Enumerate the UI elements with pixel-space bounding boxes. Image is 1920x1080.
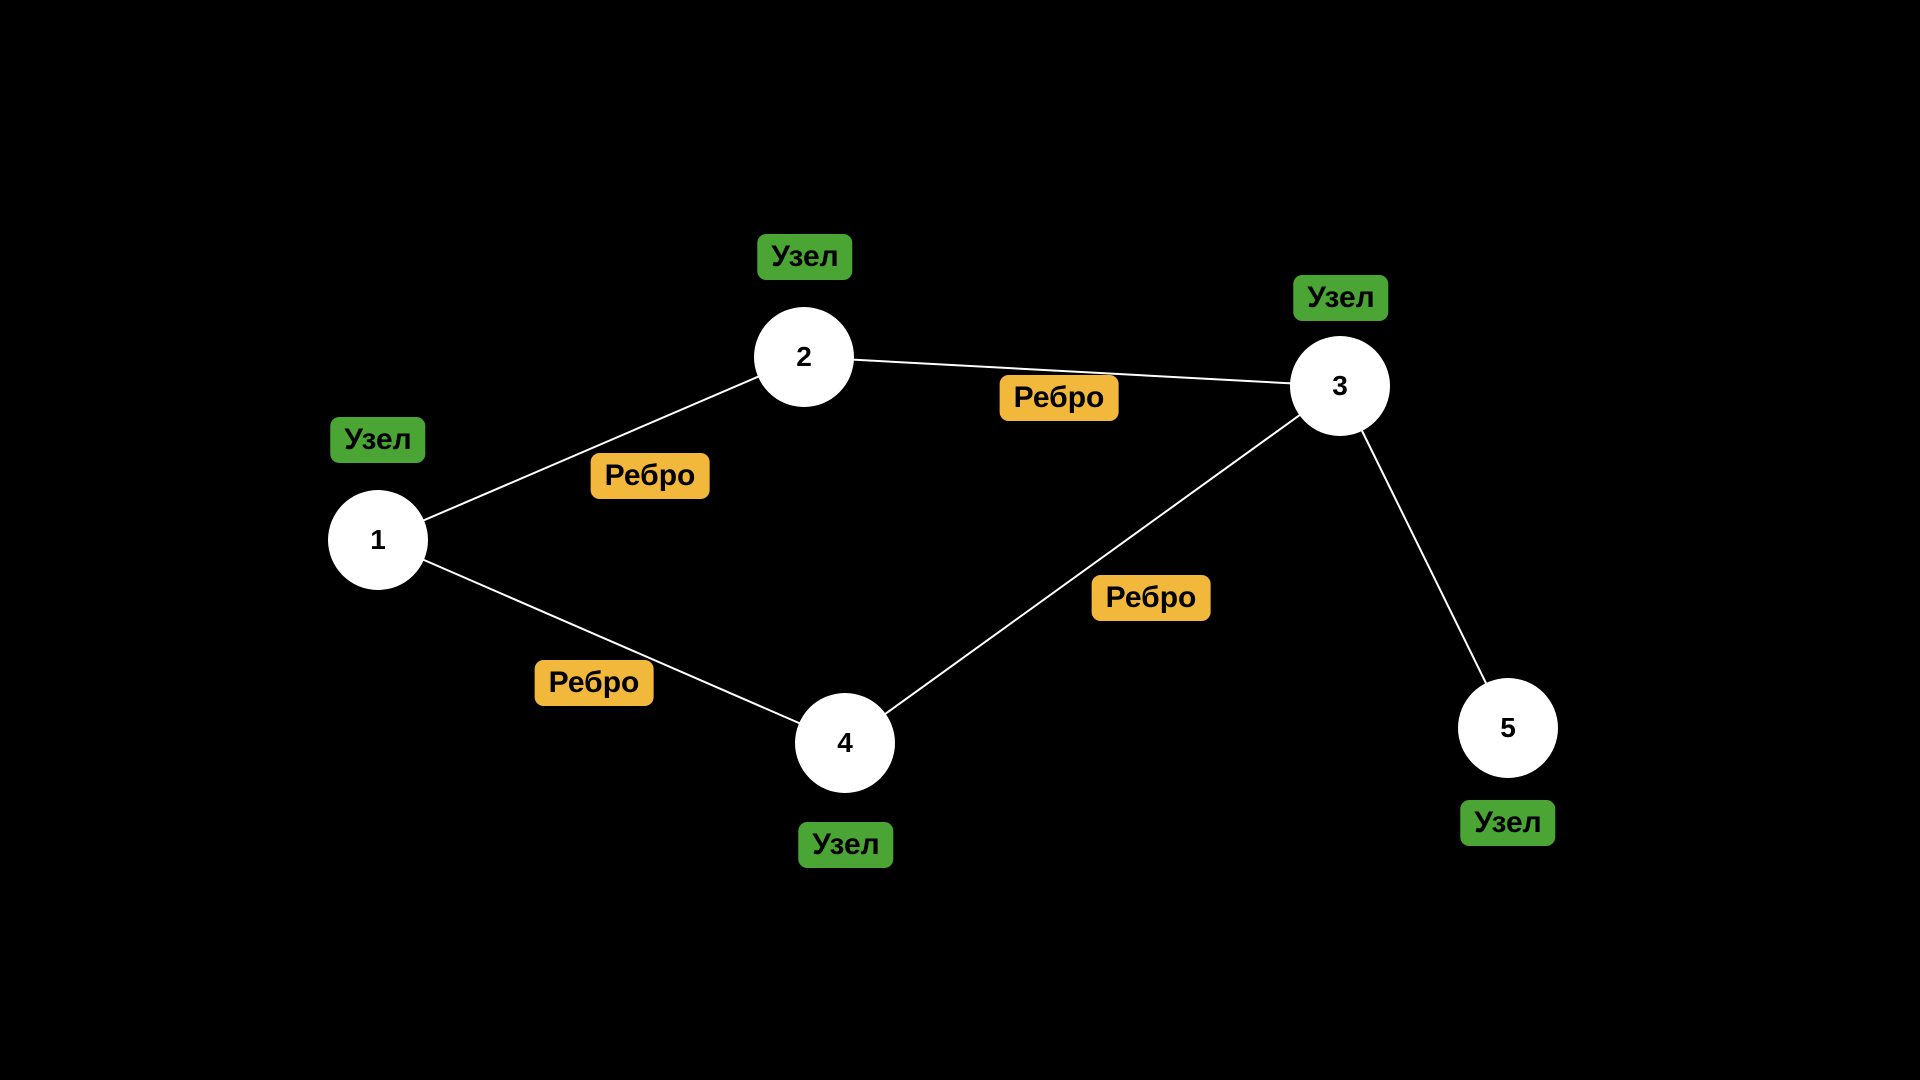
node-3: 3 <box>1290 336 1390 436</box>
edge-3-5 <box>1339 385 1509 729</box>
node-2: 2 <box>754 307 854 407</box>
edge-1-4 <box>377 539 846 744</box>
node-4-tag: Узел <box>798 822 894 868</box>
node-1: 1 <box>328 490 428 590</box>
node-3-label: 3 <box>1332 370 1348 401</box>
node-5-label: 5 <box>1500 712 1516 743</box>
edge-1-4-tag: Ребро <box>534 660 654 706</box>
edge-2-3 <box>803 356 1341 387</box>
node-2-label: 2 <box>796 341 812 372</box>
node-1-tag: Узел <box>330 417 426 463</box>
node-1-label: 1 <box>370 524 386 555</box>
edge-3-4 <box>844 385 1341 744</box>
node-4-label: 4 <box>837 727 853 758</box>
node-5-tag: Узел <box>1460 800 1556 846</box>
node-4: 4 <box>795 693 895 793</box>
edge-1-2 <box>377 356 805 541</box>
edge-1-2-tag: Ребро <box>590 453 710 499</box>
node-5: 5 <box>1458 678 1558 778</box>
edge-2-3-tag: Ребро <box>999 375 1119 421</box>
node-2-tag: Узел <box>757 234 853 280</box>
edge-3-4-tag: Ребро <box>1091 575 1211 621</box>
node-3-tag: Узел <box>1293 275 1389 321</box>
